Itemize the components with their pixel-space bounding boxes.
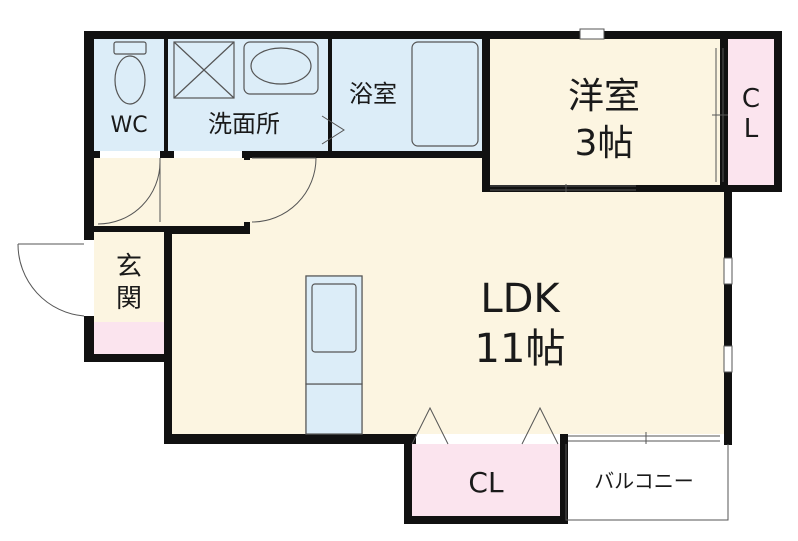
bath-door-mark [321, 115, 345, 145]
wall-top-left [84, 31, 489, 39]
wc-doorway [100, 151, 160, 158]
closet-door-right [521, 406, 559, 445]
kitchen-sink-outline [311, 283, 357, 353]
wall-wc-wash [164, 39, 168, 151]
washroom-room [168, 39, 328, 151]
wall-wet-bottom [94, 151, 482, 158]
wall-closet-bottom [404, 516, 568, 524]
washroom-label: 洗面所 [208, 110, 280, 138]
entrance-doorway [84, 240, 94, 316]
wc-room [94, 39, 164, 151]
western-room [488, 39, 720, 185]
entrance-door-swing [17, 243, 85, 317]
wall-ldk-bottom-left [164, 434, 416, 444]
hallway [94, 158, 244, 226]
ldk-size: 11帖 [475, 326, 566, 372]
wall-entrance-bottom [84, 354, 172, 362]
entrance-label-line1: 玄 [116, 252, 142, 282]
sink-area [305, 275, 363, 385]
wall-wash-bath [328, 39, 332, 151]
balcony-label: バルコニー [594, 469, 694, 493]
toilet-bowl [114, 55, 146, 105]
sink-basin [250, 47, 312, 85]
entrance-room [94, 232, 164, 322]
bathtub [411, 41, 479, 147]
window-ldk-right-1 [723, 257, 733, 285]
wc-label: WC [110, 113, 147, 138]
closet-lower-label: CL [468, 466, 504, 499]
wall-ldk-left [164, 226, 172, 444]
western-room-name: 洋室 [568, 76, 640, 117]
wall-ldk-right [724, 185, 732, 445]
hall-ldk-doorway [244, 160, 250, 222]
ldk-upper-right [482, 192, 724, 234]
upper-closet [728, 39, 774, 185]
wash-doorway [174, 151, 242, 158]
window-ldk-right-2 [723, 345, 733, 373]
door-swings [17, 115, 559, 445]
closet-door-left [411, 406, 449, 445]
wall-closet-left [404, 434, 412, 524]
closet-upper-letter-l: L [744, 114, 759, 144]
bathroom-room [332, 39, 482, 151]
washer-pan-cross-2 [173, 41, 235, 99]
ldk-room [172, 234, 724, 434]
western-room-size: 3帖 [575, 123, 634, 164]
ldk-door-swing [251, 157, 317, 223]
toilet-tank [113, 41, 147, 55]
windows [490, 28, 733, 521]
wall-entrance-top [164, 226, 250, 234]
entrance-label-line2: 関 [116, 284, 142, 314]
wall-bath-western [482, 31, 490, 192]
wc-door-swing [97, 161, 161, 225]
balcony-rail [565, 444, 729, 521]
vanity [243, 41, 319, 95]
stove-area [305, 383, 363, 435]
wall-closet-right [560, 434, 568, 524]
lower-closet [412, 444, 560, 516]
washer-pan [173, 41, 235, 99]
ldk-name: LDK [480, 276, 561, 322]
wall-western-bottom [482, 185, 782, 192]
balcony-area [566, 444, 722, 516]
ldk-upper [250, 158, 482, 234]
wall-top-right [482, 31, 782, 39]
shoe-box [94, 322, 164, 354]
wall-left [84, 31, 94, 360]
closet-upper-letter-c: C [742, 84, 760, 114]
wall-right-top [774, 31, 782, 192]
closet-doorway [416, 434, 560, 444]
wall-hall-entrance [94, 226, 172, 232]
bathroom-label: 浴室 [349, 80, 397, 108]
window-western-top [579, 28, 605, 40]
